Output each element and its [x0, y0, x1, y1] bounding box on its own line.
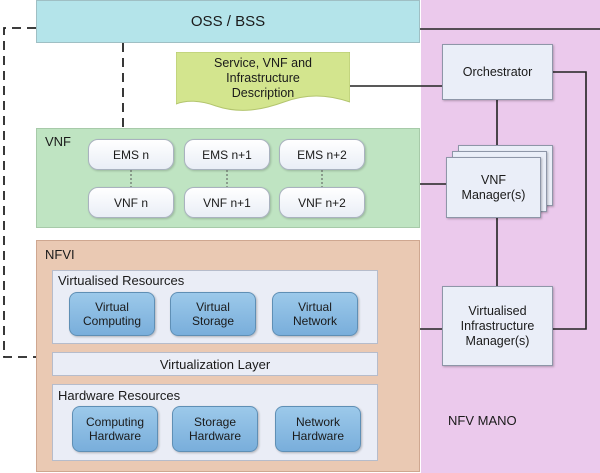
vnf-n: VNF n	[88, 187, 174, 218]
storage-hardware-line-1: Storage	[193, 415, 237, 429]
description-document-icon	[176, 52, 350, 111]
network-hardware-line-2: Hardware	[291, 429, 345, 443]
ems-n: EMS n	[88, 139, 174, 170]
description-line-1: Service, VNF and	[214, 55, 312, 70]
vnf-manager-line-1: VNF	[480, 172, 506, 187]
description-text: Service, VNF and Infrastructure Descript…	[176, 50, 350, 106]
description-line-3: Description	[231, 85, 295, 100]
oss-to-nfvi-dashed-line	[3, 27, 36, 358]
vim-line-1: Virtualised	[468, 303, 527, 318]
vnf-n-plus-1: VNF n+1	[184, 187, 270, 218]
computing-hardware-line-2: Hardware	[88, 429, 142, 443]
virtual-computing-line-1: Virtual	[95, 300, 129, 314]
virtual-network-line-2: Network	[292, 314, 337, 328]
computing-hardware-line-1: Computing	[85, 415, 145, 429]
network-hardware-line-1: Network	[295, 415, 340, 429]
virtual-computing-line-2: Computing	[82, 314, 142, 328]
description-shape	[176, 52, 350, 114]
virtualization-layer: Virtualization Layer	[52, 352, 378, 376]
vnf-area-title: VNF	[45, 134, 71, 149]
vim-line-3: Manager(s)	[465, 333, 530, 348]
nfvi-area-title: NFVI	[45, 247, 75, 262]
orchestrator-to-vim-loop	[553, 71, 587, 330]
hardware-resources-title: Hardware Resources	[58, 388, 181, 403]
description-line-2: Infrastructure	[226, 70, 300, 85]
virtual-storage-line-2: Storage	[191, 314, 235, 328]
storage-hardware-line-2: Hardware	[188, 429, 242, 443]
vim-line-2: Infrastructure	[460, 318, 535, 333]
orchestrator-box: Orchestrator	[442, 44, 553, 100]
virtual-network-line-1: Virtual	[298, 300, 332, 314]
virtualised-resources-title: Virtualised Resources	[58, 273, 185, 288]
ems-n-plus-2: EMS n+2	[279, 139, 365, 170]
nfv-mano-label: NFV MANO	[448, 413, 517, 428]
vnf-manager-line-2: Manager(s)	[461, 187, 526, 202]
vnf-n-plus-2: VNF n+2	[279, 187, 365, 218]
oss-bss-box: OSS / BSS	[36, 0, 420, 43]
virtual-storage-line-1: Virtual	[196, 300, 230, 314]
ems-n-plus-1: EMS n+1	[184, 139, 270, 170]
